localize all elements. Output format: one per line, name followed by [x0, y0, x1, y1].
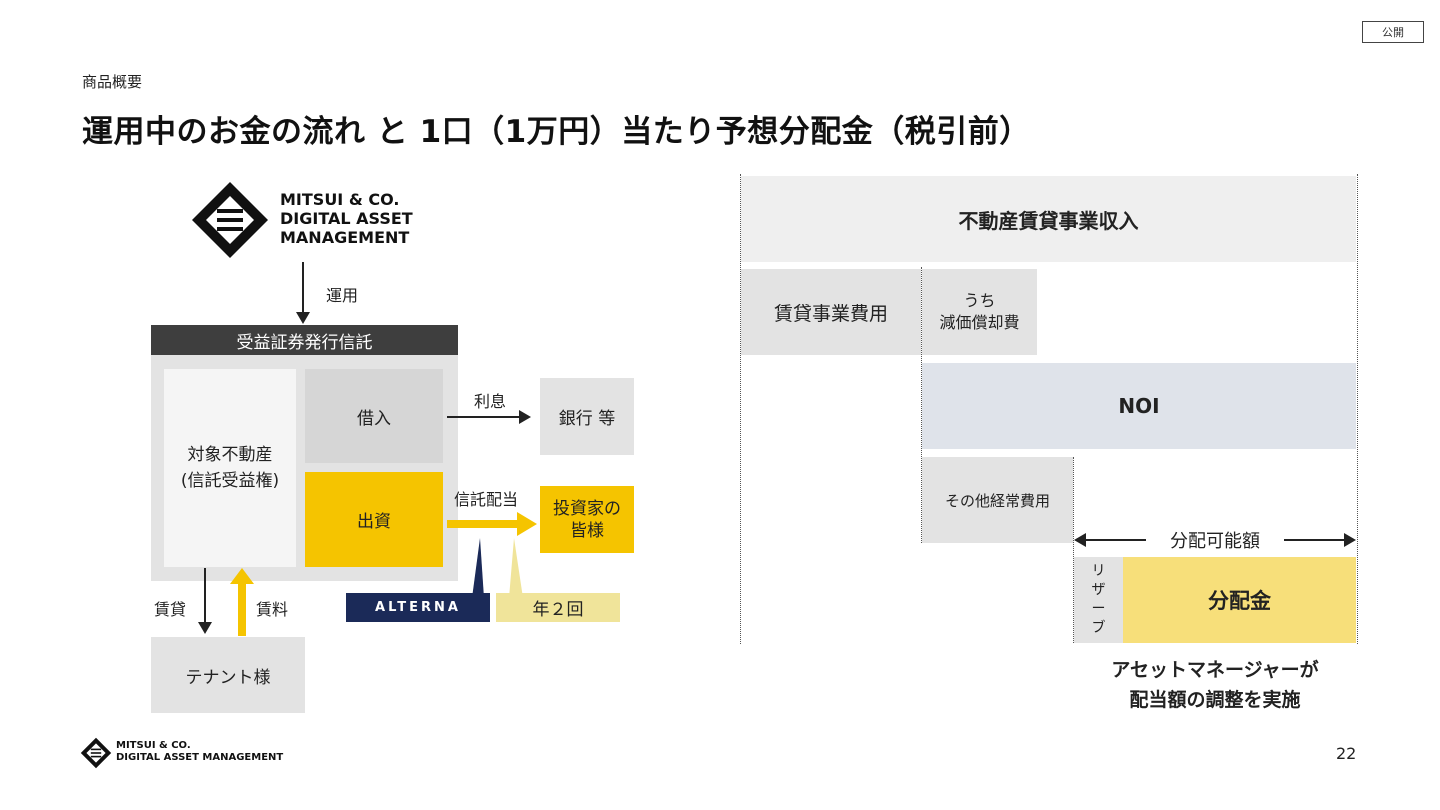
- page-number: 22: [1336, 744, 1357, 763]
- company-logo-icon: [192, 182, 268, 258]
- trust-header: 受益証券発行信託: [151, 325, 458, 355]
- footer-logo-line-1: MITSUI & CO.: [116, 740, 191, 751]
- depreciation-line-1: うち: [963, 291, 996, 310]
- alterna-pointer-icon: [472, 538, 484, 598]
- depreciation-line-2: 減価償却費: [939, 313, 1020, 332]
- noi-dotted-line: [921, 267, 922, 543]
- interest-arrow-icon: [447, 410, 531, 424]
- alterna-logo: ALTERNA: [346, 593, 490, 622]
- revenue-box: 不動産賃貸事業収入: [741, 176, 1356, 262]
- other-expense-box: その他経常費用: [922, 457, 1073, 543]
- property-sub-label: (信託受益権): [180, 471, 280, 491]
- operate-arrow-icon: [296, 262, 310, 324]
- operate-label: 運用: [326, 286, 359, 305]
- noi-box: NOI: [922, 363, 1356, 449]
- footer-logo-text: MITSUI & CO. DIGITAL ASSET MANAGEMENT: [116, 740, 283, 764]
- note-line-2: 配当額の調整を実施: [1129, 689, 1301, 711]
- right-dotted-line: [1357, 174, 1358, 644]
- dividend-label: 信託配当: [454, 490, 519, 509]
- property-label: 対象不動産: [187, 445, 273, 465]
- reserve-char-3: ー: [1091, 601, 1106, 617]
- twice-year-box: 年２回: [496, 593, 620, 622]
- reserve-char-1: リ: [1091, 563, 1106, 579]
- logo-line-1: MITSUI & CO.: [280, 190, 400, 209]
- target-property-box: 対象不動産 (信託受益権): [164, 369, 296, 567]
- reserve-box: リ ザ ー ブ: [1074, 557, 1123, 643]
- company-logo-text: MITSUI & CO. DIGITAL ASSET MANAGEMENT: [280, 190, 413, 247]
- footer-logo-icon: [80, 737, 112, 769]
- investors-line-1: 投資家の: [553, 498, 621, 519]
- interest-label: 利息: [474, 392, 507, 411]
- logo-line-3: MANAGEMENT: [280, 228, 410, 247]
- depreciation-box: うち 減価償却費: [922, 269, 1037, 355]
- lease-label: 賃貸: [154, 600, 187, 619]
- asset-manager-note: アセットマネージャーが 配当額の調整を実施: [1074, 655, 1356, 715]
- reserve-char-2: ザ: [1091, 582, 1106, 598]
- reserve-char-4: ブ: [1091, 620, 1106, 636]
- footer-logo-line-2: DIGITAL ASSET MANAGEMENT: [116, 752, 284, 763]
- dividend-arrow-icon: [447, 512, 537, 536]
- investors-box: 投資家の 皆様: [540, 486, 634, 553]
- rent-label: 賃料: [256, 600, 289, 619]
- loan-box: 借入: [305, 369, 443, 463]
- distributable-arrow-icon: [1074, 533, 1356, 547]
- equity-box: 出資: [305, 472, 443, 567]
- distributable-dotted-line: [1073, 457, 1074, 643]
- public-badge: 公開: [1362, 21, 1424, 43]
- lease-arrow-icon: [198, 568, 212, 634]
- expense-box: 賃貸事業費用: [741, 269, 921, 355]
- left-dotted-line: [740, 174, 741, 644]
- bank-box: 銀行 等: [540, 378, 634, 455]
- page-title: 運用中のお金の流れ と 1口（1万円）当たり予想分配金（税引前）: [82, 114, 1031, 150]
- rent-arrow-icon: [230, 568, 254, 636]
- distributable-label: 分配可能額: [1150, 527, 1280, 553]
- section-subtitle: 商品概要: [82, 73, 143, 91]
- tenant-box: テナント様: [151, 637, 305, 713]
- note-line-1: アセットマネージャーが: [1111, 659, 1319, 681]
- logo-line-2: DIGITAL ASSET: [280, 209, 413, 228]
- twice-year-pointer-icon: [509, 538, 523, 598]
- distribution-box: 分配金: [1123, 557, 1356, 643]
- investors-line-2: 皆様: [570, 520, 604, 541]
